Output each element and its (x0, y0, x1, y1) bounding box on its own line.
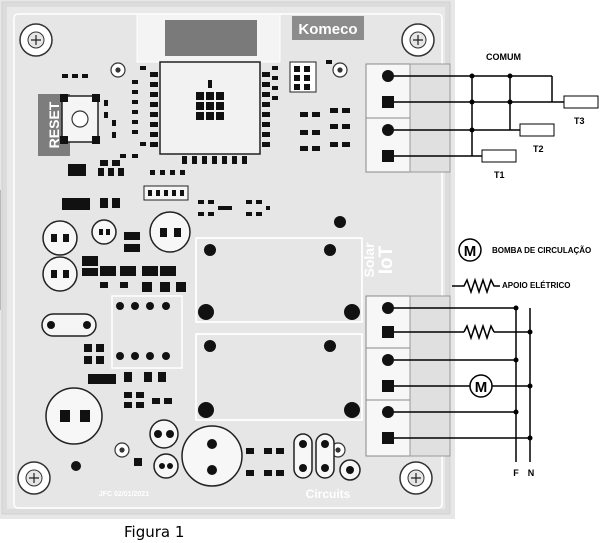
brand-badge (292, 16, 364, 40)
electrolytic-capacitors (42, 211, 191, 292)
legend: M BOMBA DE CIRCULAÇÃO APOIO ELÉTRICO (452, 238, 591, 295)
t3-label: T3 (574, 116, 585, 126)
big-capacitor-left (45, 387, 103, 445)
wifi-module-pad-grid (196, 80, 224, 120)
terminal-screws (382, 70, 394, 444)
pcb-board: Komeco (0, 0, 455, 519)
t2-label: T2 (533, 144, 544, 154)
wifi-module-pins-bottom (182, 156, 247, 164)
pin-header (289, 61, 317, 93)
pump-legend-symbol: M (464, 243, 477, 260)
heater-legend-label: APOIO ELÉTRICO (502, 281, 570, 290)
wifi-module-pins-left (150, 72, 158, 147)
pump-legend-label: BOMBA DE CIRCULAÇÃO (492, 246, 591, 255)
sensor-t2 (519, 123, 555, 137)
bottom-smd-parts (246, 448, 284, 476)
smd-components-right (272, 60, 350, 151)
ic-connector-row (62, 170, 270, 216)
sensor-t1 (481, 149, 517, 163)
circuits-label: Circuits (306, 487, 351, 501)
via-holes (110, 62, 348, 458)
figure-caption: Figura 1 (124, 523, 184, 541)
common-label: COMUM (486, 52, 521, 62)
smd-components-left (62, 66, 146, 176)
antenna-area (165, 20, 257, 56)
mounting-hole-tl (19, 23, 53, 57)
iot-label: IoT (376, 245, 397, 274)
neutral-label: N (528, 468, 535, 478)
driver-parts (84, 344, 172, 408)
reset-label: RESET (46, 101, 62, 148)
big-capacitor-bottom (181, 425, 243, 487)
sensor-junctions (469, 73, 513, 133)
power-junctions (513, 305, 533, 441)
t1-label: T1 (494, 170, 505, 180)
wifi-module-pins-right (262, 72, 270, 147)
power-section-parts (82, 232, 186, 292)
brand-logo-text: Komeco (298, 21, 357, 38)
crystal (41, 313, 97, 337)
solar-label: Solar (361, 242, 377, 278)
phase-label: F (513, 468, 519, 478)
pump-legend-icon (458, 238, 482, 262)
date-code: JFC 02/01/2021 (99, 491, 149, 498)
mounting-hole-bl (17, 461, 51, 495)
relay-2 (195, 333, 363, 421)
optocoupler-area (111, 295, 183, 369)
relay-1 (195, 237, 363, 323)
pump-motor-icon (469, 374, 493, 398)
terminal-block-power (365, 295, 451, 457)
mounting-hole-br (399, 461, 433, 495)
motor-symbol: M (475, 379, 488, 396)
sensor-t3 (563, 95, 599, 109)
heater-legend-icon (452, 277, 500, 295)
optocoupler-pins (116, 302, 170, 360)
mounting-hole-tr (401, 23, 435, 57)
heater-resistor-icon (463, 323, 495, 341)
